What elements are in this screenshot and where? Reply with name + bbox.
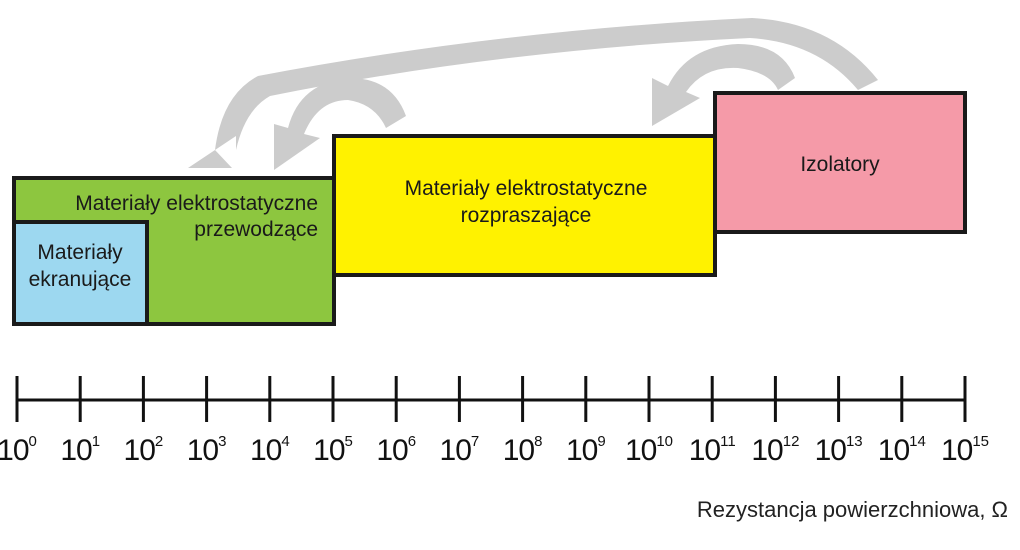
tick-label: 1013 — [815, 433, 863, 467]
tick-label: 1014 — [878, 433, 926, 467]
conductive-label-line2: przewodzące — [194, 218, 318, 241]
tick-label: 109 — [566, 433, 606, 467]
tick-label: 107 — [440, 433, 480, 467]
dissipative-box: Materiały elektrostatyczne rozpraszające — [332, 134, 717, 277]
tick-label: 1010 — [625, 433, 673, 467]
shielding-label-line1: Materiały — [37, 241, 123, 264]
arrows-group — [188, 18, 878, 170]
tick-label: 106 — [376, 433, 416, 467]
insulators-box: Izolatory — [713, 91, 967, 234]
shielding-box: Materiały ekranujące — [12, 220, 149, 326]
tick-label: 1012 — [751, 433, 799, 467]
tick-label: 101 — [60, 433, 100, 467]
long-arrow — [188, 18, 878, 168]
insulators-label: Izolatory — [800, 153, 880, 176]
tick-label: 100 — [0, 433, 37, 467]
axis-title: Rezystancja powierzchniowa, Ω — [697, 497, 1008, 522]
tick-label: 1011 — [689, 433, 736, 467]
dissipative-label-line1: Materiały elektrostatyczne — [405, 177, 648, 200]
shielding-label-line2: ekranujące — [29, 268, 132, 291]
conductive-label-line1: Materiały elektrostatyczne — [75, 192, 318, 215]
right-short-arrow — [652, 44, 795, 126]
resistance-axis: 100 101 102 103 104 105 106 107 108 109 1010 1011 10… — [0, 376, 989, 467]
left-short-arrow — [274, 78, 406, 170]
tick-label: 102 — [124, 433, 164, 467]
tick-label: 104 — [250, 433, 290, 467]
tick-label: 108 — [503, 433, 543, 467]
tick-label: 1015 — [941, 433, 989, 467]
dissipative-label-line2: rozpraszające — [461, 204, 592, 227]
tick-label: 105 — [313, 433, 353, 467]
tick-label: 103 — [187, 433, 227, 467]
